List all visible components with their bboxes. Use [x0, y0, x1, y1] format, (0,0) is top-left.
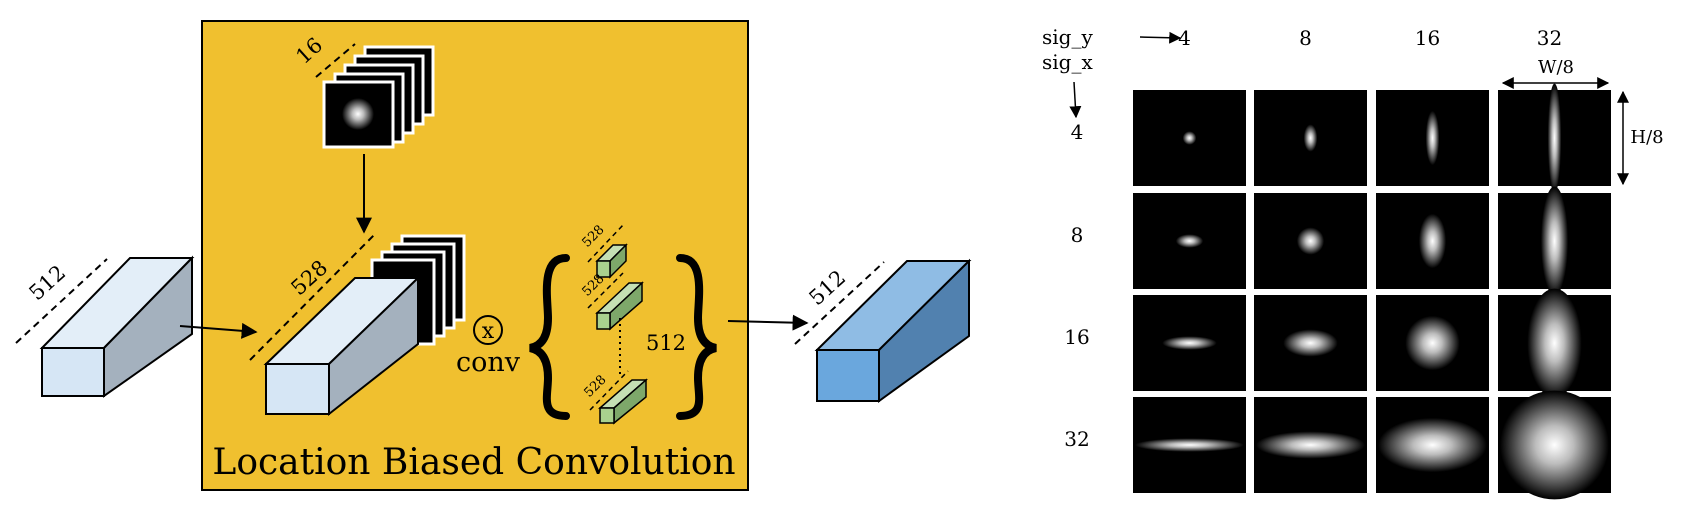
filter-3	[599, 407, 615, 424]
multiply-circle-icon	[473, 315, 503, 345]
gaussian-cell	[1254, 295, 1367, 391]
arrow-input-to-concat	[179, 322, 258, 339]
gaussian-cell	[1133, 295, 1246, 391]
height-dimension-label: H/8	[1630, 127, 1663, 148]
gaussian-cell	[1133, 90, 1246, 186]
gaussian-cell	[1498, 390, 1611, 500]
input-tensor: 512	[15, 255, 195, 398]
concat-depth-dash	[249, 232, 377, 361]
concat-tensor-front	[265, 363, 330, 415]
filter-1	[596, 260, 611, 278]
arrow-filters-to-output	[727, 314, 809, 331]
gaussian-cell	[1376, 90, 1489, 186]
input-tensor-front	[41, 347, 105, 397]
width-dimension-label: W/8	[1538, 57, 1574, 78]
row-header-8: 8	[1071, 223, 1084, 247]
gaussian-cell	[1254, 90, 1367, 186]
output-tensor: 512	[794, 258, 972, 403]
column-header-4: 4	[1178, 26, 1191, 50]
gaussian-cell	[1376, 295, 1489, 391]
col-axis-arrow	[1069, 81, 1082, 119]
row-header-4: 4	[1071, 120, 1084, 144]
gaussian-cell	[1133, 397, 1246, 493]
panel-background	[201, 20, 749, 491]
concat-tensor: 528	[249, 232, 466, 417]
location-biased-convolution-diagram: Location Biased Convolution 512 16	[15, 20, 972, 491]
gaussian-cell	[1376, 193, 1489, 289]
row-axis-label: sig_y	[1042, 25, 1093, 49]
conv-label: conv	[456, 347, 521, 378]
col-axis-label: sig_x	[1042, 50, 1093, 74]
gaussian-cell	[1254, 193, 1367, 289]
gaussian-cell	[1133, 193, 1246, 289]
filter-count-label: 512	[646, 331, 686, 355]
gaussian-maps-stack: 16	[291, 33, 435, 149]
panel-title: Location Biased Convolution	[212, 442, 735, 483]
gaussian-cell	[1498, 186, 1611, 296]
filter-bank: 528 528 512 528	[529, 222, 717, 425]
output-depth-dash	[794, 261, 885, 345]
input-depth-dash	[15, 258, 108, 344]
convolution-operator: x conv	[456, 315, 521, 378]
right-brace	[676, 254, 717, 420]
column-header-32: 32	[1537, 26, 1562, 50]
left-brace	[529, 254, 570, 420]
column-header-8: 8	[1299, 26, 1312, 50]
column-header-16: 16	[1415, 26, 1440, 50]
gaussian-count-dash	[315, 43, 356, 78]
row-axis-arrow	[1139, 31, 1182, 44]
output-depth-label: 512	[804, 265, 850, 310]
gaussian-cell	[1254, 397, 1367, 493]
output-tensor-front	[816, 349, 880, 402]
gaussian-cell	[1498, 288, 1611, 398]
gaussian-cell	[1498, 83, 1611, 193]
row-header-32: 32	[1064, 427, 1089, 451]
multiply-symbol: x	[482, 319, 495, 344]
gaussian-cell	[1376, 397, 1489, 493]
filter-2	[596, 312, 611, 330]
row-header-16: 16	[1064, 325, 1089, 349]
gaussian-blob	[342, 98, 374, 130]
